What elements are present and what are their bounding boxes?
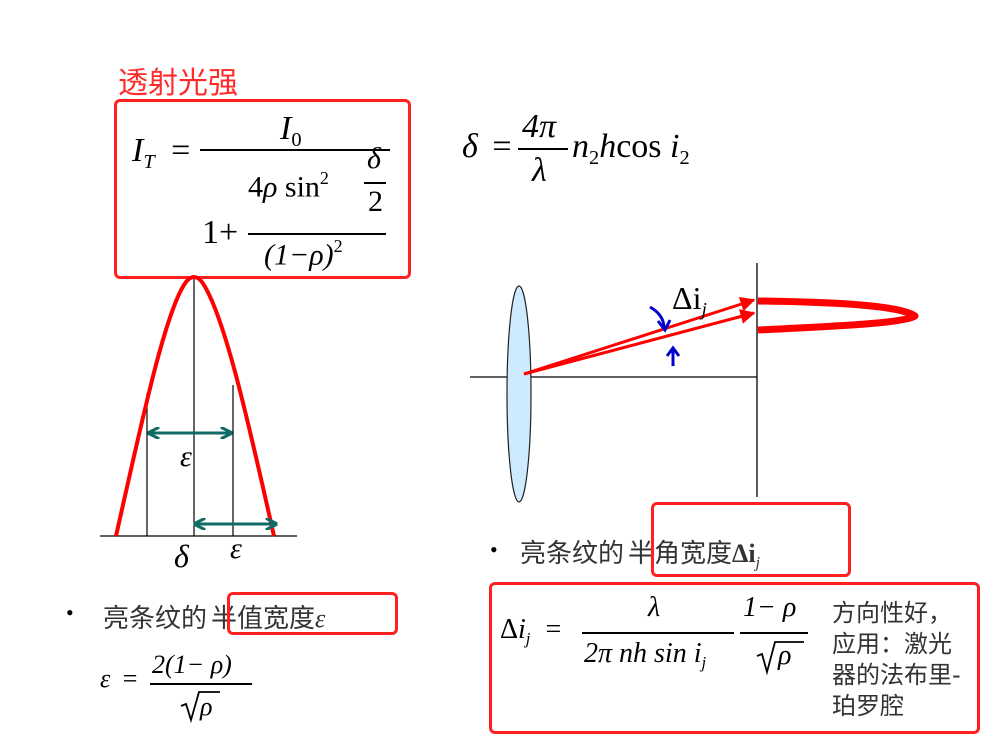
lhs-symbol: I bbox=[132, 132, 144, 169]
lhs-subscript: T bbox=[143, 151, 155, 174]
one-plus: 1+ bbox=[202, 214, 239, 251]
bullet-dot-right: • bbox=[490, 537, 498, 562]
sqrt-icon bbox=[756, 641, 804, 676]
delta-bottom: 2 bbox=[368, 185, 383, 218]
inner-denominator: (1−ρ)2 bbox=[264, 236, 343, 273]
inner-numerator: 4ρ sin2 bbox=[248, 168, 329, 204]
note-line-1: 方向性好， bbox=[832, 599, 952, 627]
den-exponent: 2 bbox=[333, 236, 343, 256]
eps-lhs: ε = bbox=[100, 664, 137, 694]
bullet-right-boxed: 半角宽度 bbox=[628, 539, 733, 569]
eps-symbol: ε bbox=[100, 664, 111, 693]
rho-under-root: ρ bbox=[778, 640, 792, 671]
numerator-subscript: 0 bbox=[291, 129, 302, 152]
bullet-right-text: 亮条纹的半角宽度Δij bbox=[520, 533, 760, 572]
delta-label: δ bbox=[174, 538, 189, 574]
frac2-numerator: 1− ρ bbox=[743, 592, 797, 623]
phase-lhs: δ = bbox=[462, 128, 512, 166]
delta-i-formula-highlight-box bbox=[489, 582, 980, 734]
bullet-right-subscript: j bbox=[755, 554, 760, 572]
bullet-left-plain: 亮条纹的 bbox=[103, 604, 208, 634]
angle-arrow-top-head bbox=[656, 319, 672, 333]
note-line-3: 器的法布里- bbox=[832, 661, 961, 689]
application-note: 方向性好， 应用：激光 器的法布里- 珀罗腔 bbox=[832, 598, 961, 722]
delta-i-label: Δij bbox=[672, 280, 707, 322]
delta-top: δ bbox=[367, 142, 381, 175]
delta-i-lhs: ΔΔiij = bbox=[500, 614, 562, 648]
ray-upper bbox=[523, 296, 756, 376]
half-angle-width-highlight-box bbox=[651, 502, 851, 577]
half-width-highlight-box bbox=[227, 592, 398, 635]
frac1-den-text: 2π nh sin i bbox=[584, 638, 702, 669]
four-pi: 4π bbox=[522, 108, 557, 145]
heading-transmitted-intensity: 透射光强 bbox=[118, 66, 238, 101]
fringe-intensity-profile bbox=[757, 297, 919, 334]
sin-exponent: 2 bbox=[319, 168, 329, 188]
delta-i-text: Δi bbox=[672, 280, 702, 316]
equals-sign: = bbox=[492, 128, 512, 165]
delta-i-lhs-sub: j bbox=[525, 628, 531, 648]
cos-function: cos bbox=[616, 128, 662, 165]
n-subscript: 2 bbox=[589, 147, 600, 170]
bullet-dot-left: • bbox=[66, 600, 74, 625]
fabry-perot-diagram bbox=[470, 263, 919, 503]
rho-under-root: ρ bbox=[200, 692, 213, 721]
main-fraction-bar bbox=[200, 149, 390, 151]
frac2-denominator: ρ bbox=[756, 636, 806, 676]
epsilon-label-upper: ε bbox=[180, 440, 192, 473]
equals-sign: = bbox=[545, 614, 562, 645]
frac1-bar bbox=[582, 632, 734, 634]
inner-fraction-bar bbox=[248, 233, 386, 235]
delta-i-subscript: j bbox=[701, 299, 707, 321]
equals-sign: = bbox=[171, 132, 191, 169]
angle-arrow-top bbox=[649, 305, 666, 329]
epsilon-formula: ε = 2(1− ρ) ρ bbox=[100, 650, 280, 730]
delta-symbol: δ bbox=[462, 128, 478, 165]
frac1-denominator: 2π nh sin ij bbox=[584, 638, 706, 673]
bullet-right-plain: 亮条纹的 bbox=[520, 539, 625, 569]
delta-i-formula: ΔΔiij = λ 2π nh sin ij 1− ρ ρ bbox=[500, 592, 830, 692]
angle-arrow-bottom-head bbox=[665, 345, 681, 357]
phase-rest: n2hcos i2 bbox=[572, 128, 690, 170]
phase-fraction-bar bbox=[518, 148, 568, 150]
intensity-curve-diagram bbox=[100, 275, 297, 537]
lambda: λ bbox=[532, 152, 547, 189]
delta-over-two: δ bbox=[367, 142, 381, 176]
delta-fraction-bar bbox=[364, 182, 386, 184]
epsilon-label-lower: ε bbox=[230, 532, 242, 565]
h-symbol: h bbox=[599, 128, 617, 165]
eps-fraction-bar bbox=[150, 683, 252, 685]
ray-lower bbox=[523, 309, 756, 376]
equals-sign: = bbox=[122, 664, 138, 693]
i-symbol: i bbox=[670, 128, 680, 165]
numerator-symbol: I bbox=[280, 110, 292, 147]
intensity-peak-curve bbox=[114, 275, 276, 537]
lens bbox=[506, 285, 532, 503]
note-line-2: 应用：激光 bbox=[832, 630, 952, 658]
bullet-right-symbol: Δi bbox=[732, 539, 756, 568]
note-line-4: 珀罗腔 bbox=[832, 692, 904, 720]
one-minus-rho: (1−ρ) bbox=[264, 238, 334, 272]
bullet-left-symbol: ε bbox=[315, 604, 326, 633]
n-symbol: n bbox=[572, 128, 589, 165]
formula-numerator: I0 bbox=[280, 110, 302, 152]
transmitted-formula-highlight-box bbox=[114, 99, 411, 279]
i-subscript: 2 bbox=[679, 147, 690, 170]
formula-lhs: IT = bbox=[132, 132, 190, 174]
eps-numerator: 2(1− ρ) bbox=[152, 650, 232, 679]
transmitted-intensity-formula: IT = I0 1+ 4ρ sin2 δ 2 (1−ρ)2 bbox=[132, 110, 402, 275]
frac2-bar bbox=[740, 632, 808, 634]
frac1-den-sub: j bbox=[701, 652, 707, 672]
sqrt-icon bbox=[180, 691, 220, 724]
frac1-lambda: λ bbox=[648, 592, 661, 623]
